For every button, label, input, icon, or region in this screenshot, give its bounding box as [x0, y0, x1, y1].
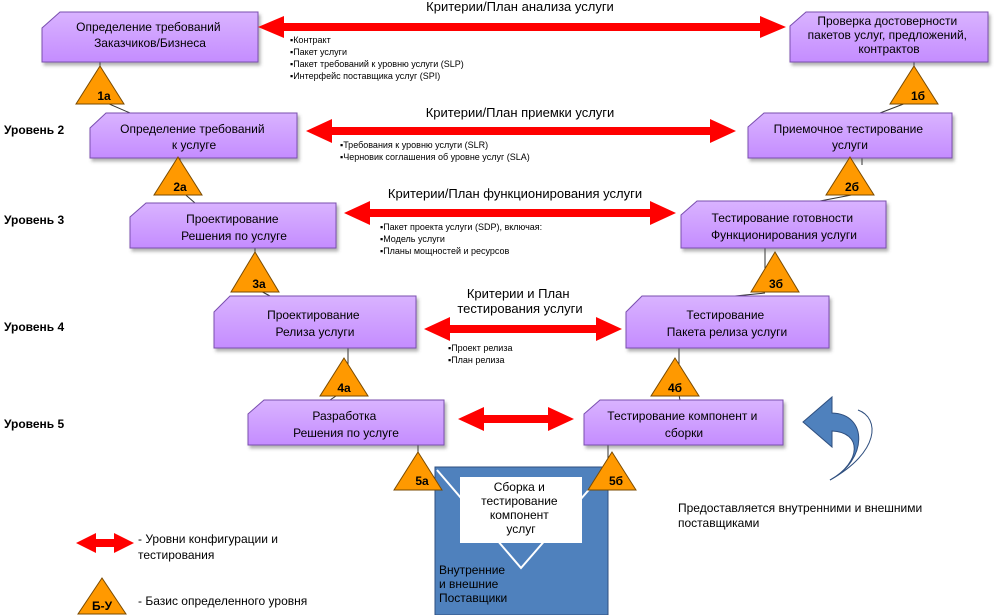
legend-arrow-icon [76, 533, 134, 553]
box-test-components: Тестирование компонент и сборки [583, 399, 784, 446]
triangle-1a: 1а [75, 65, 125, 105]
triangle-3b: 3б [750, 251, 800, 293]
triangle-3a: 3а [230, 251, 280, 293]
svg-text:3б: 3б [769, 277, 783, 291]
svg-text:3а: 3а [252, 277, 266, 291]
svg-text:Проектирование Релиза ус: Проектирование Релиза услуги [267, 308, 363, 339]
legend: - Уровни конфигурации и тестирования Б-У… [76, 532, 307, 615]
arrow-label-4: Критерии и План тестирования услуги [457, 286, 582, 316]
svg-text:5а: 5а [415, 474, 429, 488]
legend-triangle-label: Б-У [92, 599, 113, 613]
triangle-5b: 5б [587, 451, 637, 491]
box-acceptance: Приемочное тестирование услуги [747, 112, 953, 159]
svg-text:4б: 4б [668, 381, 682, 395]
arrow-label-3: Критерии/План функционирования услуги [388, 186, 642, 201]
assembly-label: Сборка и тестирование компонент услуг [481, 480, 561, 536]
triangle-4b: 4б [650, 357, 700, 397]
svg-text:Определение требований к: Определение требований к услуге [120, 122, 268, 152]
arrow-level-3 [344, 201, 676, 225]
svg-text:1а: 1а [97, 89, 111, 103]
svg-text:2а: 2а [173, 180, 187, 194]
svg-text:Проектирование Решения: Проектирование Решения по услуге [181, 212, 287, 243]
level-label-4: Уровень 4 [4, 320, 65, 334]
box-develop: Разработка Решения по услуге [247, 399, 445, 446]
svg-text:5б: 5б [609, 474, 623, 488]
arrow-label-2: Критерии/План приемки услуги [426, 105, 615, 120]
arrow-items-3: ▪Пакет проекта услуги (SDP), включая: ▪М… [380, 222, 545, 256]
arrow-level-2 [306, 119, 736, 143]
svg-text:Проверка достоверности п: Проверка достоверности пакетов услуг, пр… [808, 14, 971, 56]
arrow-items-1: ▪Контракт ▪Пакет услуги ▪Пакет требовани… [290, 35, 466, 81]
provided-note: Предоставляется внутренними и внешними п… [678, 501, 926, 530]
box-req-customers: Определение требований Заказчиков/Бизнес… [41, 11, 259, 63]
legend-triangle-icon [77, 577, 127, 615]
svg-text:Приемочное тестирование: Приемочное тестирование услуги [774, 122, 927, 152]
curved-arrow-icon [802, 395, 860, 481]
arrow-level-1 [258, 16, 786, 38]
svg-text:Разработка Решения по у: Разработка Решения по услуге [293, 409, 399, 440]
suppliers-label: Внутренние и внешние Поставщики [439, 563, 508, 605]
legend-triangle-text: - Базис определенного уровня [138, 594, 307, 608]
arrow-level-4 [424, 317, 622, 341]
box-req-service: Определение требований к услуге [89, 112, 298, 159]
level-label-5: Уровень 5 [4, 417, 65, 431]
svg-text:1б: 1б [911, 89, 925, 103]
triangle-1b: 1б [889, 65, 939, 105]
svg-text:Определение требований З: Определение требований Заказчиков/Бизнес… [76, 20, 224, 50]
triangle-4a: 4а [319, 357, 369, 397]
box-design-release: Проектирование Релиза услуги [213, 295, 417, 349]
svg-text:4а: 4а [337, 381, 351, 395]
level-label-3: Уровень 3 [4, 213, 65, 227]
triangle-5a: 5а [393, 451, 443, 491]
svg-text:Тестирование компонент и: Тестирование компонент и сборки [607, 409, 760, 440]
triangle-2b: 2б [825, 156, 875, 196]
level-label-2: Уровень 2 [4, 123, 65, 137]
box-design-solution: Проектирование Решения по услуге [129, 202, 337, 249]
svg-text:Тестирование Пакета рели: Тестирование Пакета релиза услуги [667, 308, 787, 339]
legend-arrow-text: - Уровни конфигурации и тестирования [138, 532, 281, 562]
arrow-items-2: ▪Требования к уровню услуги (SLR) ▪Черно… [340, 140, 530, 162]
box-test-release: Тестирование Пакета релиза услуги [625, 295, 830, 349]
assembly-label-bg [460, 477, 582, 543]
arrow-items-4: ▪Проект релиза ▪План релиза [448, 343, 515, 365]
svg-text:2б: 2б [845, 180, 859, 194]
arrow-label-1: Критерии/План анализа услуги [426, 0, 614, 14]
box-readiness: Тестирование готовности Функционирования… [680, 200, 887, 249]
triangle-2a: 2а [153, 156, 203, 196]
arrow-level-5 [458, 407, 574, 431]
svg-text:Тестирование готовности: Тестирование готовности Функционирования… [711, 211, 857, 242]
box-verify-packages: Проверка достоверности пакетов услуг, пр… [789, 11, 989, 63]
